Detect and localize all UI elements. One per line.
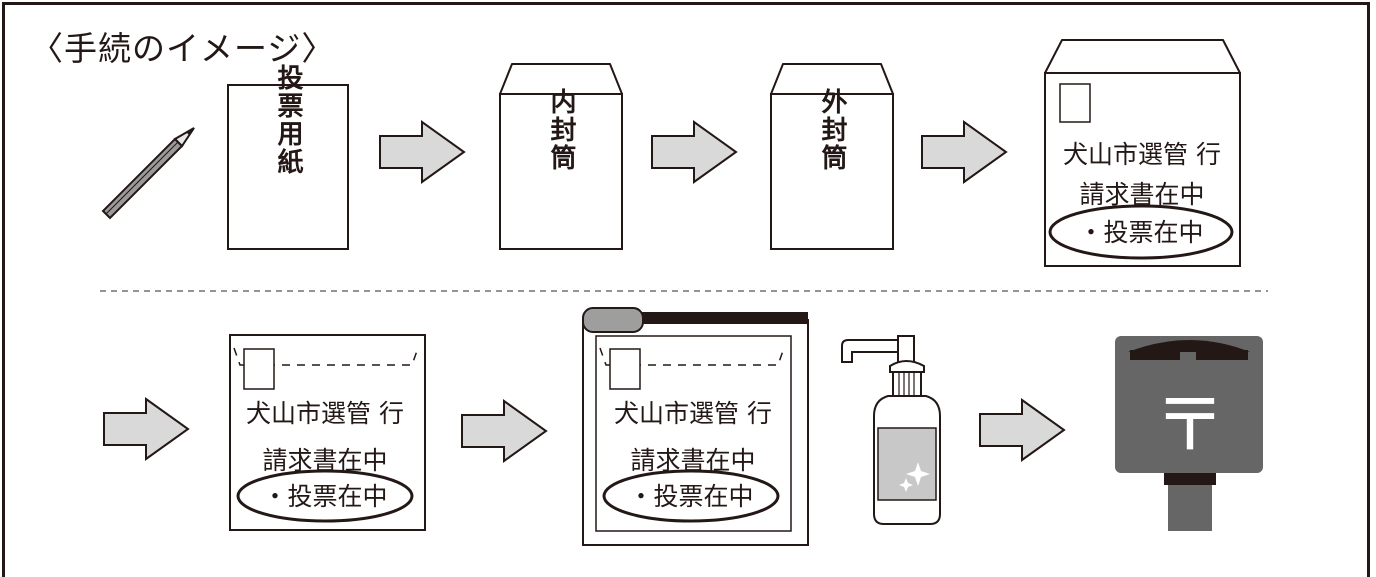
address-line: 犬山市選管 行	[1063, 140, 1221, 169]
sanitizer-bottle-icon	[841, 335, 941, 525]
arrow-2	[651, 121, 737, 183]
arrow-4	[103, 398, 189, 460]
stamp-box	[609, 348, 641, 390]
sealed-envelope: 犬山市選管 行 請求書在中 ・投票在中	[229, 334, 426, 531]
diagram-title: 〈手続のイメージ〉	[30, 29, 336, 68]
arrow-6	[979, 399, 1065, 461]
ballot-paper: 投票用紙	[227, 64, 349, 250]
pencil-icon	[101, 127, 195, 220]
bagged-envelope: 犬山市選管 行 請求書在中 ・投票在中	[582, 307, 809, 546]
outer-envelope-label: 外封筒	[817, 88, 847, 172]
arrow-5	[461, 400, 547, 462]
ballot-enclosed-line: ・投票在中	[1078, 218, 1203, 247]
inner-envelope-label: 内封筒	[546, 88, 576, 172]
address-line: 犬山市選管 行	[246, 399, 404, 428]
postbox-mark: 〒	[1154, 383, 1226, 467]
arrow-1	[379, 121, 465, 183]
stamp-box	[243, 348, 275, 390]
request-line: 請求書在中	[1079, 180, 1204, 209]
ballot-enclosed-line: ・投票在中	[628, 482, 753, 511]
inner-envelope: 内封筒	[499, 63, 623, 250]
outer-envelope: 外封筒	[770, 63, 894, 250]
address-line: 犬山市選管 行	[614, 399, 772, 428]
postbox-icon: 〒	[1115, 336, 1263, 531]
arrow-3	[921, 121, 1007, 183]
addressed-envelope: 犬山市選管 行 請求書在中 ・投票在中	[1044, 39, 1241, 267]
bag-zipper-tab	[582, 307, 644, 333]
ballot-label: 投票用紙	[273, 64, 303, 176]
ballot-enclosed-line: ・投票在中	[262, 482, 387, 511]
stamp-box	[1059, 83, 1091, 123]
